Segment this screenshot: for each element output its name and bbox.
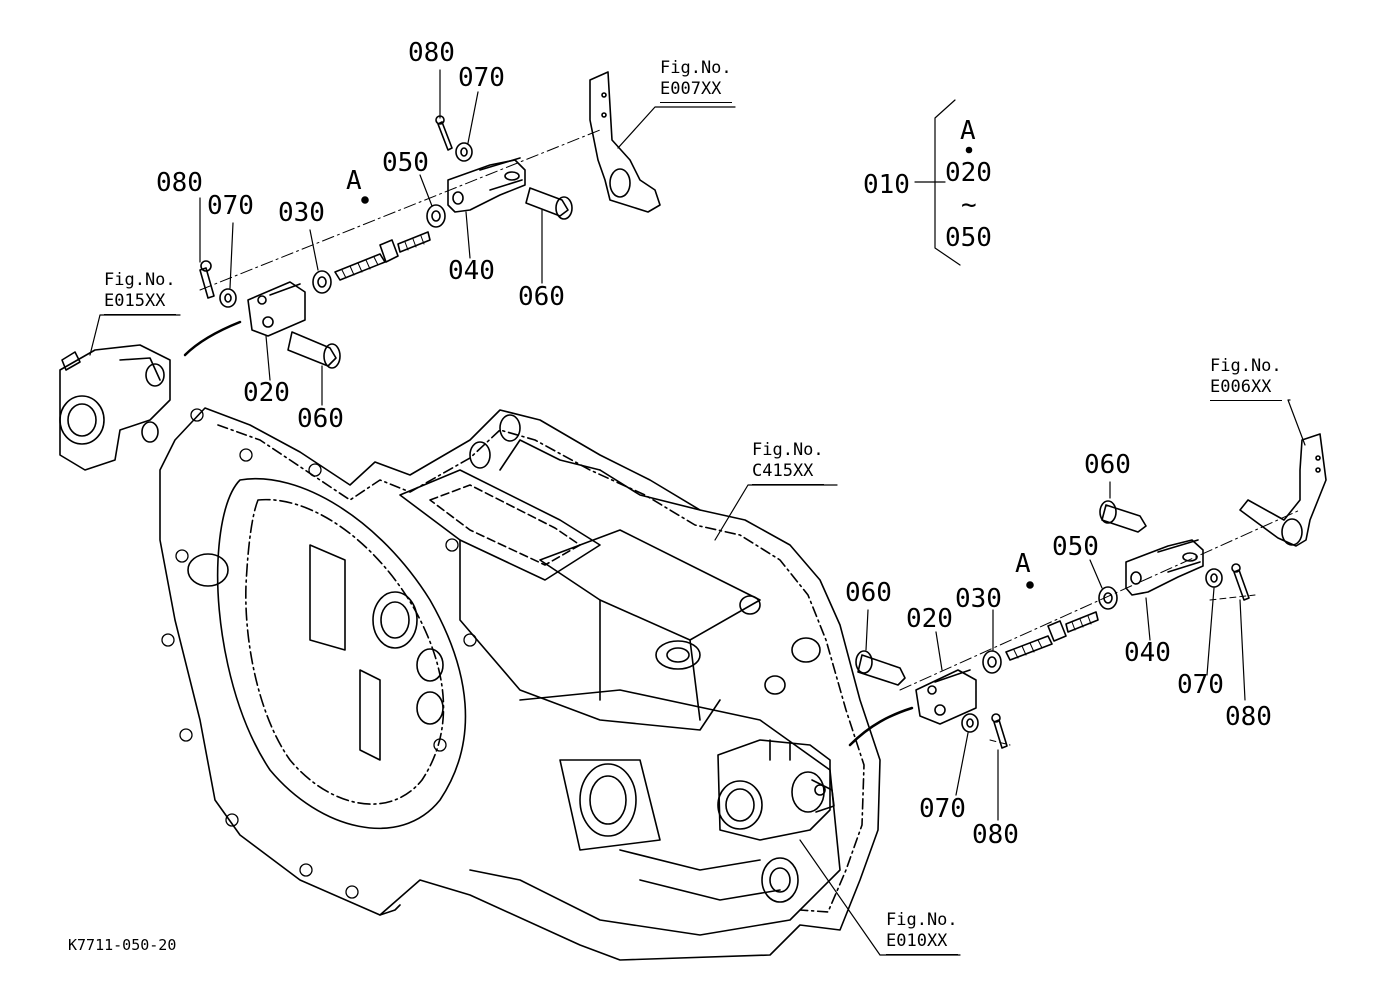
callout-070-left: 070	[207, 191, 254, 221]
callout-070-top: 070	[458, 63, 505, 93]
callout-030-left: 030	[278, 198, 325, 228]
callout-a-left: A	[346, 166, 362, 196]
callout-020-right: 020	[906, 604, 953, 634]
callout-050-right: 050	[1052, 532, 1099, 562]
legend-tilde-label: ~	[961, 190, 977, 220]
legend-main-label: 010	[863, 170, 910, 200]
rod-assembly-left	[199, 71, 661, 369]
shifter-housing-left	[59, 344, 171, 471]
rod-assembly-right	[855, 433, 1327, 749]
legend-from-label: 020	[945, 158, 992, 188]
figref-case: Fig.No. C415XX	[752, 440, 824, 485]
callout-070-bottom: 070	[919, 794, 966, 824]
callout-060-bottom-left: 060	[297, 404, 344, 434]
callout-080-top: 080	[408, 38, 455, 68]
figref-left-housing: Fig.No. E015XX	[104, 270, 176, 315]
callout-060-left-right: 060	[845, 578, 892, 608]
callout-070-right: 070	[1177, 670, 1224, 700]
callout-060-top-left: 060	[518, 282, 565, 312]
legend-a-label: A	[960, 116, 976, 146]
figref-bottom-housing: Fig.No. E010XX	[886, 910, 958, 955]
callout-040-left: 040	[448, 256, 495, 286]
callout-040-right: 040	[1124, 638, 1171, 668]
leader-lines	[89, 69, 1306, 956]
transmission-case	[159, 407, 881, 961]
figref-top-lever: Fig.No. E007XX	[660, 58, 732, 103]
legend-to-label: 050	[945, 223, 992, 253]
diagram-code: K7711-050-20	[68, 936, 177, 954]
callout-020-left: 020	[243, 378, 290, 408]
callout-080-bottom: 080	[972, 820, 1019, 850]
callout-a-right: A	[1015, 549, 1031, 579]
callout-080-right: 080	[1225, 702, 1272, 732]
callout-080-left: 080	[156, 168, 203, 198]
callout-030-right: 030	[955, 584, 1002, 614]
callout-060-top-right: 060	[1084, 450, 1131, 480]
shifter-housing-bottom	[717, 739, 835, 841]
figref-right-lever: Fig.No. E006XX	[1210, 356, 1282, 401]
callout-050-left: 050	[382, 148, 429, 178]
